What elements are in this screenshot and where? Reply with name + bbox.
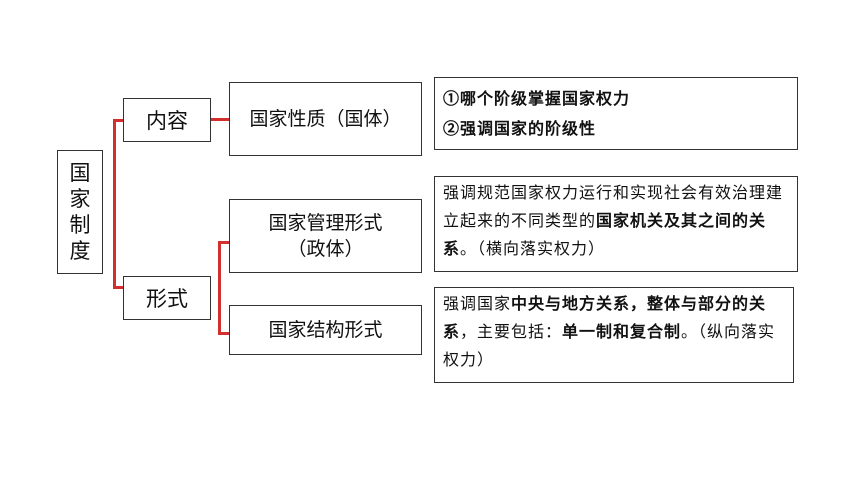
connector-form-vertical [218,242,221,334]
node-management-form-line2: （政体） [287,238,364,260]
node-management-form-line1: 国家管理形式 [268,212,383,234]
root-char: 制 [69,213,91,237]
root-char: 国 [69,161,91,185]
node-structure-form: 国家结构形式 [229,305,422,355]
connector-root-vertical [113,120,116,288]
detail-management-text1: 强调规范国家权力运行和实现社会有效治理建立起来的不同类型的 [443,183,784,230]
connector-content-nature [211,118,229,121]
node-structure-form-label: 国家结构形式 [268,319,383,341]
root-node-national-system: 国 家 制 度 [57,150,103,274]
detail-structure-highlight2: 单一制和复合制 [562,322,682,341]
detail-management-highlight: 国家机关及其之间的关系 [443,211,767,258]
root-char: 度 [69,239,91,263]
detail-structure-form: 强调国家中央与地方关系，整体与部分的关系，主要包括：单一制和复合制。（纵向落实权… [434,287,794,383]
connector-root-top [113,119,123,122]
connector-form-top [218,241,229,244]
detail-state-nature-line2: ②强调国家的阶级性 [443,119,597,138]
detail-structure-text5: 。（纵向落实权力） [443,322,776,369]
node-form-label: 形式 [146,287,188,311]
connector-root-bottom [113,286,123,289]
detail-management-form: 强调规范国家权力运行和实现社会有效治理建立起来的不同类型的国家机关及其之间的关系… [434,176,798,272]
detail-structure-text3: ，主要包括： [460,322,563,341]
detail-state-nature: ①哪个阶级掌握国家权力 ②强调国家的阶级性 [434,77,798,150]
node-content: 内容 [123,98,211,142]
node-state-nature-label: 国家性质（国体） [249,108,402,130]
connector-form-bottom [218,332,229,335]
detail-structure-highlight1: 中央与地方关系，整体与部分的关系 [443,294,767,341]
node-state-nature: 国家性质（国体） [229,82,422,156]
detail-management-text3: 。（横向落实权力） [460,239,606,258]
detail-state-nature-line1: ①哪个阶级掌握国家权力 [443,89,631,108]
node-content-label: 内容 [146,109,188,133]
detail-structure-text1: 强调国家 [443,294,512,313]
node-form: 形式 [123,276,211,320]
root-char: 家 [69,187,91,211]
node-management-form: 国家管理形式 （政体） [229,199,422,273]
